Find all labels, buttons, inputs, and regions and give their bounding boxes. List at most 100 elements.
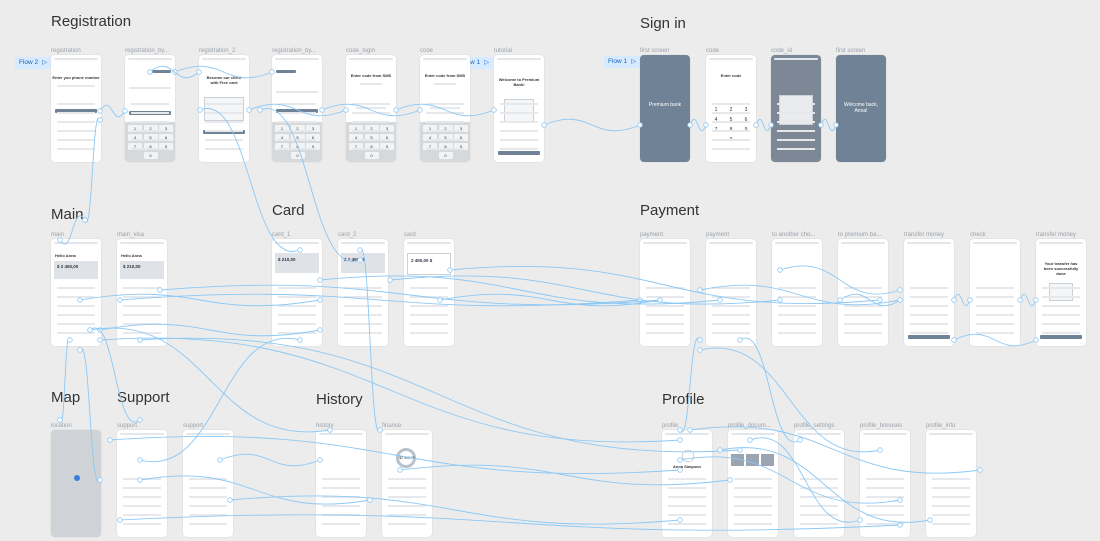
keypad-key[interactable]: 8 [438, 143, 453, 150]
connection-node[interactable] [897, 287, 903, 293]
frame-to-premium[interactable] [838, 239, 888, 346]
keypad-key[interactable]: 4 [128, 134, 142, 141]
keypad-key[interactable]: 3 [380, 125, 394, 132]
keypad-key[interactable]: 1 [128, 125, 142, 132]
keypad-key[interactable]: 5 [143, 134, 158, 141]
connection-node[interactable] [977, 467, 983, 473]
frame-profile[interactable]: Anna Simpson [662, 430, 712, 537]
keypad-key[interactable]: 9 [159, 143, 173, 150]
connection-node[interactable] [697, 287, 703, 293]
keypad-key[interactable]: 2 [438, 125, 453, 132]
keypad-key[interactable]: 9 [380, 143, 394, 150]
keypad-key[interactable]: 5 [729, 117, 733, 123]
frame-payment-2[interactable] [706, 239, 756, 346]
frame-transfer-done[interactable]: Your transfer has been successfully done [1036, 239, 1086, 346]
document-thumb[interactable] [731, 454, 744, 466]
keypad-key[interactable]: 0 [438, 152, 453, 159]
keypad-key[interactable]: 1 [423, 125, 437, 132]
keypad-key[interactable]: 1 [714, 107, 718, 113]
keypad-key[interactable]: 9 [454, 143, 468, 150]
connection-node[interactable] [107, 437, 113, 443]
balance-card[interactable]: $ 2 450,00 [54, 261, 98, 279]
resend-link[interactable] [430, 107, 460, 109]
map-pin-icon[interactable] [74, 475, 80, 481]
keypad-key[interactable]: 6 [380, 134, 394, 141]
document-thumb[interactable] [746, 454, 759, 466]
connection-node[interactable] [717, 447, 723, 453]
next-button[interactable] [498, 151, 540, 155]
connection-node[interactable] [367, 497, 373, 503]
frame-registration[interactable]: Enter you phone number [51, 55, 101, 162]
connection-node[interactable] [697, 347, 703, 353]
frame-location[interactable] [51, 430, 101, 537]
keypad-key[interactable]: 0 [290, 152, 305, 159]
keypad-key[interactable]: 3 [159, 125, 173, 132]
face-id-dialog[interactable] [779, 95, 813, 125]
keypad-key[interactable]: 3 [744, 107, 748, 113]
frame-card[interactable]: 2 450,00 $ [404, 239, 454, 346]
frame-support[interactable] [117, 430, 167, 537]
connection-node[interactable] [77, 347, 83, 353]
keypad-key[interactable]: 7 [423, 143, 437, 150]
keypad-key[interactable]: 5 [364, 134, 379, 141]
keypad-key[interactable]: 4 [423, 134, 437, 141]
frame-first-screen[interactable]: Premium bank [640, 55, 690, 162]
tab-button[interactable] [276, 70, 296, 73]
connection-node[interactable] [257, 107, 263, 113]
frame-profile-info[interactable] [926, 430, 976, 537]
frame-card-1[interactable]: $ 210,00 [272, 239, 322, 346]
continue-button[interactable] [55, 109, 97, 113]
avatar[interactable] [682, 450, 694, 462]
frame-main[interactable]: Hello Anna $ 2 450,00 [51, 239, 101, 346]
frame-card-2[interactable]: $ 2 450,00 [338, 239, 388, 346]
connection-node[interactable] [897, 297, 903, 303]
keypad-key[interactable]: 8 [143, 143, 158, 150]
keypad-key[interactable]: 2 [729, 107, 733, 113]
done-button[interactable] [1040, 335, 1082, 339]
keypad-key[interactable]: 0 [143, 152, 158, 159]
frame-main-visa[interactable]: Hello Anna $ 210,00 [117, 239, 167, 346]
keypad-key[interactable]: 2 [143, 125, 158, 132]
keypad-key[interactable]: 7 [128, 143, 142, 150]
frame-finance[interactable]: $2 402,79 [382, 430, 432, 537]
keypad-key[interactable]: 8 [364, 143, 379, 150]
frame-history[interactable] [316, 430, 366, 537]
tab-button[interactable] [151, 70, 171, 73]
frame-support-2[interactable] [183, 430, 233, 537]
balance-card[interactable]: $ 210,00 [120, 261, 164, 279]
keypad-key[interactable]: 5 [438, 134, 453, 141]
frame-registration-2[interactable]: Become our client with Free card [199, 55, 249, 162]
frame-check[interactable] [970, 239, 1020, 346]
connection-node[interactable] [897, 297, 903, 303]
keypad-key[interactable]: 4 [714, 117, 718, 123]
frame-profile-settings[interactable] [794, 430, 844, 537]
connection-node[interactable] [387, 277, 393, 283]
frame-code-id[interactable] [771, 55, 821, 162]
keypad-key[interactable]: 3 [454, 125, 468, 132]
flow-start-tag[interactable]: Flow 1▷ [604, 56, 641, 68]
frame-profile-documents[interactable] [728, 430, 778, 537]
connection-node[interactable] [697, 337, 703, 343]
keypad-key[interactable]: 2 [364, 125, 379, 132]
frame-tutorial[interactable]: Welcome to Premium Bank! [494, 55, 544, 162]
frame-welcome-back[interactable]: Welcome back, Anna! [836, 55, 886, 162]
keypad-key[interactable]: 6 [454, 134, 468, 141]
frame-transfer-money[interactable] [904, 239, 954, 346]
frame-payment[interactable] [640, 239, 690, 346]
frame-profile-bonuses[interactable] [860, 430, 910, 537]
frame-to-another[interactable] [772, 239, 822, 346]
transfer-button[interactable] [908, 335, 950, 339]
keypad-key[interactable]: 0 [364, 152, 379, 159]
keypad-key[interactable]: 6 [744, 117, 748, 123]
resend-link[interactable] [356, 107, 386, 109]
